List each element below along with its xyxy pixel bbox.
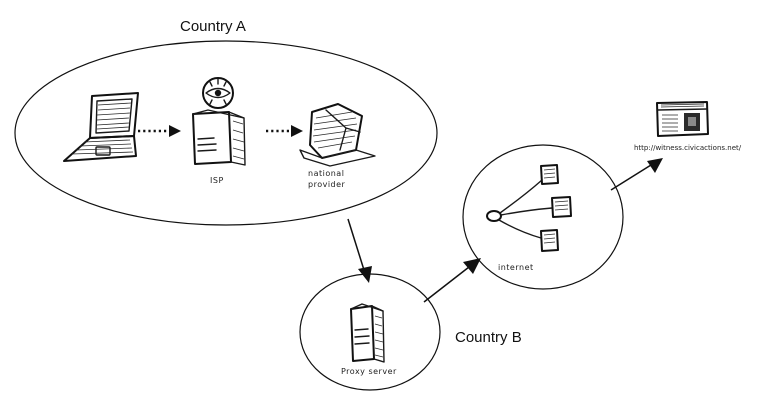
arrow-internet-to-website	[610, 164, 652, 191]
isp-label: ISP	[210, 176, 224, 185]
document-icon-bottom	[540, 229, 559, 252]
network-hub-icon	[486, 179, 553, 239]
arrowhead-proxy-to-internet	[463, 258, 481, 274]
webpage-icon	[656, 101, 709, 137]
provider-label-line2: provider	[308, 180, 346, 189]
internet-label: internet	[498, 263, 534, 272]
country-a-region	[14, 40, 438, 226]
arrow-country-a-to-proxy	[347, 218, 365, 271]
arrowhead-country-a-to-proxy	[358, 266, 372, 283]
arrowhead-isp-to-provider	[291, 125, 303, 137]
national-provider-icon	[299, 103, 376, 167]
country-b-label: Country B	[455, 329, 522, 346]
proxy-server-label: Proxy server	[341, 367, 397, 376]
arrow-proxy-to-internet	[423, 266, 470, 303]
arrowhead-internet-to-website	[647, 158, 663, 173]
provider-label-line1: national	[308, 169, 344, 178]
document-icon-top	[540, 164, 559, 185]
arrowhead-laptop-to-isp	[169, 125, 181, 137]
country-a-label: Country A	[180, 18, 246, 35]
internet-region	[462, 144, 624, 290]
proxy-server-icon	[350, 303, 385, 363]
isp-server-icon	[192, 109, 246, 166]
website-url-label: http://witness.civicactions.net/	[634, 144, 742, 152]
document-icon-middle	[551, 196, 572, 218]
eye-icon	[202, 77, 234, 109]
laptop-icon	[63, 92, 139, 162]
